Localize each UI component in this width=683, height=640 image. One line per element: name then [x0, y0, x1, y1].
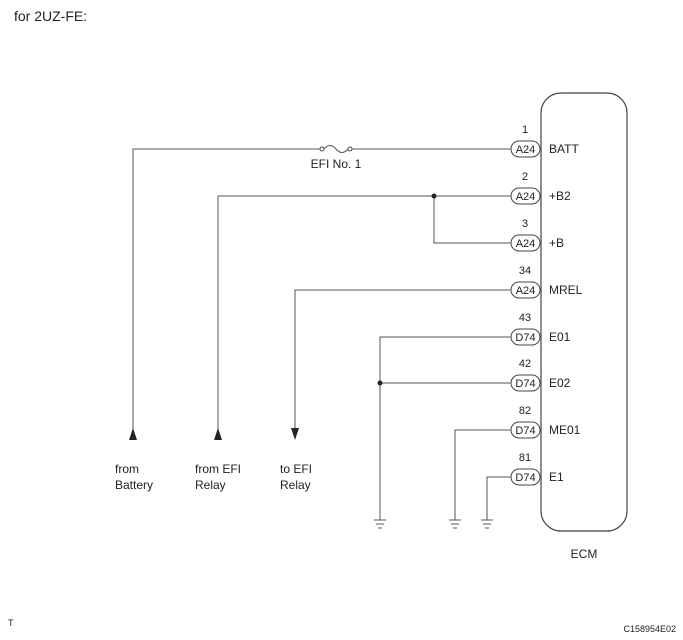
connector-code: A24 [516, 144, 536, 156]
terminal-name: MREL [549, 283, 583, 297]
corner-mark-left: T [8, 618, 14, 628]
terminal-name: E1 [549, 470, 564, 484]
ecm-box [540, 92, 628, 532]
terminal-batt: 1 A24 BATT [510, 124, 579, 158]
source-label-line2: Battery [115, 478, 153, 492]
pin-number: 1 [522, 124, 528, 136]
terminal-me01: 82 D74 ME01 [510, 405, 581, 439]
pin-number: 81 [519, 452, 531, 464]
terminal-e1: 81 D74 E1 [510, 452, 564, 486]
terminal-name: +B [549, 236, 564, 250]
pin-number: 42 [519, 358, 531, 370]
terminal-name: ME01 [549, 423, 581, 437]
pin-number: 3 [522, 218, 528, 230]
source-label-line2: Relay [195, 478, 226, 492]
junction-dot [377, 380, 383, 386]
arrow-up-icon [129, 428, 137, 440]
connector-code: D74 [515, 378, 535, 390]
pin-number: 2 [522, 171, 528, 183]
wire-b2 [217, 195, 511, 436]
wire-mrel [294, 289, 511, 430]
terminal-name: +B2 [549, 189, 571, 203]
diagram-heading: for 2UZ-FE: [14, 8, 88, 24]
wire-b [433, 196, 511, 244]
connector-code: D74 [515, 425, 535, 437]
pin-number: 82 [519, 405, 531, 417]
figure-code: C158954E02 [623, 624, 676, 634]
terminal-name: E01 [549, 330, 571, 344]
wire-me01 [454, 429, 511, 520]
terminal-b: 3 A24 +B [510, 218, 564, 252]
source-label-line1: from [115, 462, 139, 476]
pin-number: 34 [519, 265, 531, 277]
connector-code: D74 [515, 332, 535, 344]
terminal-name: E02 [549, 376, 571, 390]
connector-code: D74 [515, 472, 535, 484]
connector-code: A24 [516, 191, 536, 203]
fuse-symbol [319, 145, 353, 153]
fuse-label: EFI No. 1 [311, 157, 362, 171]
ground-icon [374, 519, 386, 529]
terminal-e01: 43 D74 E01 [510, 312, 571, 346]
wire-e1 [486, 476, 511, 520]
wire-e01 [379, 336, 511, 520]
junction-dot [431, 193, 437, 199]
terminal-name: BATT [549, 142, 579, 156]
wire-batt [132, 148, 511, 436]
connector-code: A24 [516, 285, 536, 297]
source-label-line2: Relay [280, 478, 311, 492]
source-label-line1: from EFI [195, 462, 241, 476]
ecm-label: ECM [571, 547, 598, 561]
ground-icon [481, 519, 493, 529]
source-label-line1: to EFI [280, 462, 312, 476]
terminal-e02: 42 D74 E02 [510, 358, 571, 392]
ground-icon [449, 519, 461, 529]
terminal-mrel: 34 A24 MREL [510, 265, 583, 299]
pin-number: 43 [519, 312, 531, 324]
terminal-b2: 2 A24 +B2 [510, 171, 571, 205]
arrow-up-icon [214, 428, 222, 440]
arrow-down-icon [291, 428, 299, 440]
connector-code: A24 [516, 238, 536, 250]
